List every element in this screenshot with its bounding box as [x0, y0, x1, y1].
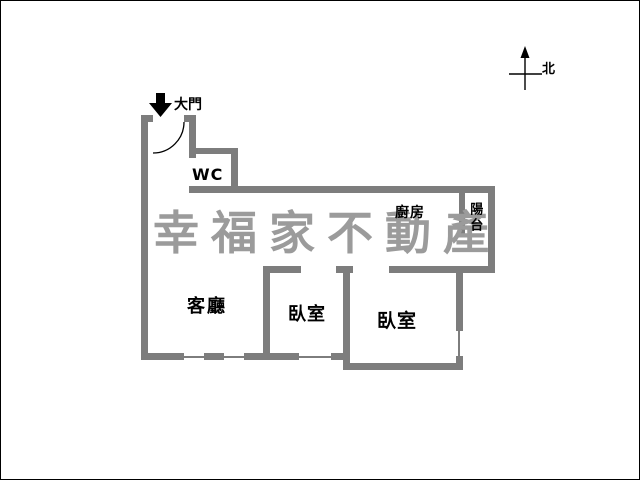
- walls-group: [141, 115, 495, 370]
- wall-bedroom2-right-lower: [456, 356, 463, 370]
- wall-top-left-stub: [141, 115, 153, 122]
- room-label-wc: WC: [192, 165, 224, 184]
- window-line: [184, 356, 204, 358]
- windows-group: [184, 331, 460, 358]
- window-line: [299, 356, 331, 358]
- wall-bottom-c: [244, 353, 299, 360]
- window-line: [458, 331, 460, 356]
- wall-mid-horizontal-a: [263, 266, 301, 273]
- wall-balcony-right: [488, 186, 495, 273]
- window-line: [224, 356, 244, 358]
- wall-mid-horizontal-c: [389, 266, 494, 273]
- wall-entry-right: [189, 115, 196, 158]
- wall-living-bedroom1-divider: [263, 266, 270, 360]
- compass-north-label: 北: [542, 62, 556, 77]
- wall-wc-top: [189, 148, 238, 154]
- wall-bottom-b: [204, 353, 224, 360]
- room-label-living-room: 客廳: [187, 296, 227, 317]
- compass-arrowhead-icon: [520, 46, 530, 58]
- wall-bedroom2-bottom: [343, 363, 463, 370]
- compass-icon: [509, 53, 542, 90]
- watermark-text: 幸福家不動產: [153, 206, 501, 260]
- wall-bottom-d: [331, 353, 350, 360]
- wall-bedroom1-bedroom2-divider: [343, 266, 350, 370]
- room-label-bedroom-1: 臥室: [288, 304, 326, 325]
- room-label-bedroom-2: 臥室: [377, 310, 418, 332]
- wall-wc-bottom: [189, 186, 231, 193]
- entrance-label: 大門: [174, 97, 202, 113]
- wall-balcony-divider: [459, 193, 465, 235]
- wall-kitchen-top: [231, 186, 494, 193]
- entrance-door-arc: [152, 121, 185, 154]
- wall-bedroom2-right-upper: [456, 266, 463, 331]
- room-label-balcony: 陽台: [467, 202, 483, 234]
- wall-wc-right: [231, 148, 238, 193]
- wall-left: [141, 115, 148, 360]
- wall-bottom-a: [141, 353, 184, 360]
- room-label-kitchen: 廚房: [395, 205, 425, 221]
- entrance-arrow-icon: [149, 93, 172, 117]
